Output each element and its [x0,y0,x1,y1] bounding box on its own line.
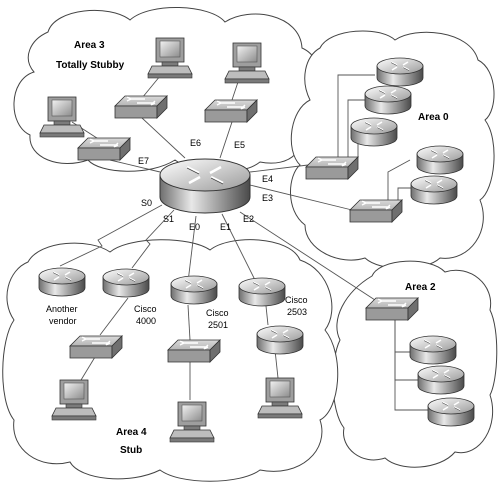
area2-title: Area 2 [405,282,436,293]
cisco-2501-label-line1: Cisco [206,308,229,318]
area0-cloud [290,30,495,269]
area0-router-5[interactable] [410,175,458,205]
area0-switch-2[interactable] [349,199,403,223]
area0-router-2[interactable] [364,85,412,115]
core-router-icon[interactable] [158,157,252,215]
area0-switch-1[interactable] [305,156,359,180]
area3-switch-3[interactable] [77,137,131,161]
port-s1: S1 [163,214,174,224]
area3-switch-2[interactable] [204,99,258,123]
area2-router-3[interactable] [427,397,475,427]
port-e4: E4 [262,174,273,184]
area3-switch-1[interactable] [114,95,168,119]
area0-router-3[interactable] [350,117,398,147]
area4-title: Area 4 [116,427,147,438]
port-e6: E6 [190,138,201,148]
cisco-2501-label-line2: 2501 [208,320,228,330]
cisco-2503-label-line1: Cisco [285,295,308,305]
port-e2: E2 [243,214,254,224]
area0-title: Area 0 [418,112,449,123]
port-e5: E5 [234,140,245,150]
cisco-2501-router[interactable] [170,275,218,305]
area4-subtitle: Stub [120,445,142,456]
cisco-2503-label-line2: 2503 [287,307,307,317]
area4-switch-2[interactable] [167,339,221,363]
port-e7: E7 [138,156,149,166]
port-e1: E1 [220,222,231,232]
another-vendor-label-line2: vendor [49,316,77,326]
port-s0: S0 [141,198,152,208]
area3-cloud [13,6,321,173]
port-e3: E3 [262,193,273,203]
area4-router-2503-lan[interactable] [256,325,304,355]
area4-switch-1[interactable] [69,335,123,359]
cisco-2503-router[interactable] [238,277,286,307]
cisco-4000-router[interactable] [102,268,150,298]
another-vendor-label-line1: Another [46,304,78,314]
area3-subtitle: Totally Stubby [56,60,125,71]
cisco-4000-label-line2: 4000 [136,316,156,326]
port-e0: E0 [189,222,200,232]
area0-router-4[interactable] [416,145,464,175]
area0-router-1[interactable] [376,57,424,87]
cisco-4000-label-line1: Cisco [134,304,157,314]
area2-router-2[interactable] [417,365,465,395]
area3-title: Area 3 [74,40,105,51]
area2-switch[interactable] [365,297,419,321]
area2-router-1[interactable] [409,335,457,365]
another-vendor-router[interactable] [38,267,86,297]
